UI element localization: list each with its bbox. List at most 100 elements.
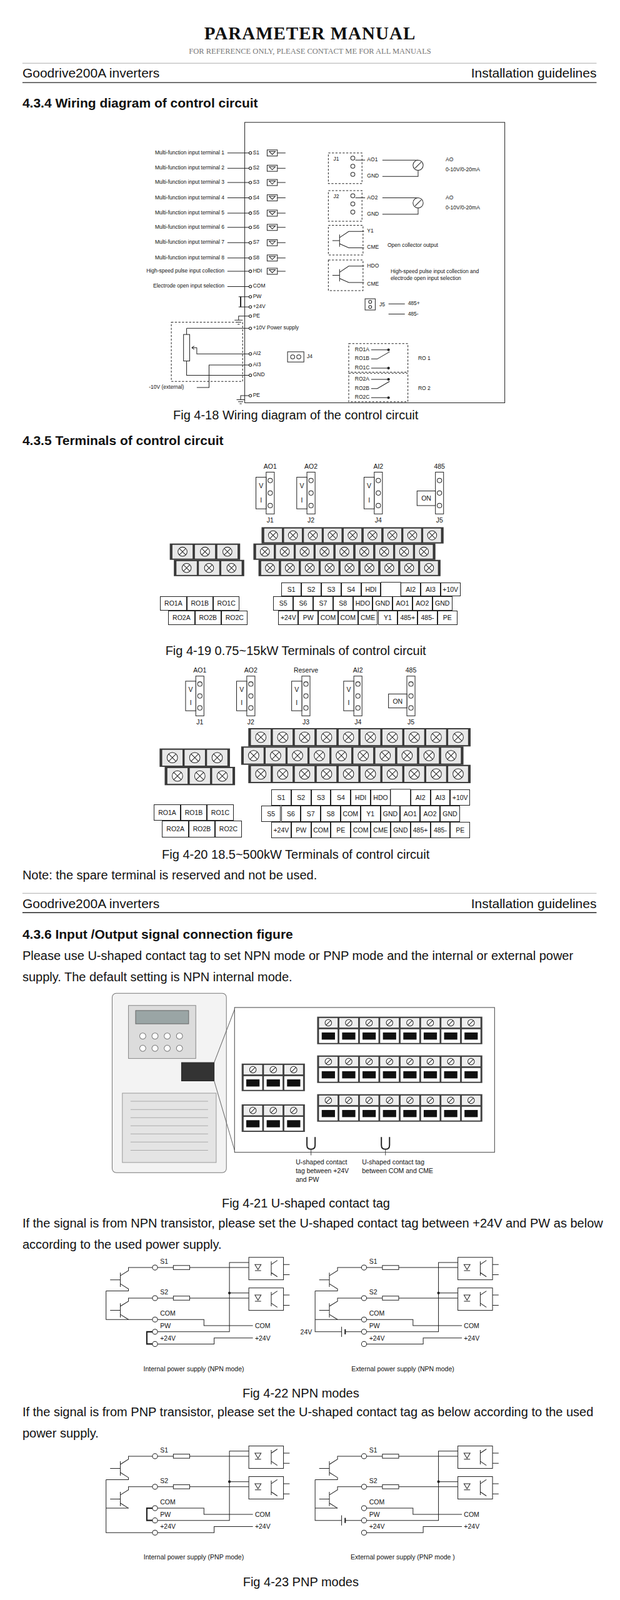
circuit-schematic [157, 1451, 249, 1521]
terminal-label: 0-10V/0-20mA [445, 205, 480, 212]
inverter-illustration [403, 1071, 417, 1079]
terminal-block-large [382, 765, 403, 782]
terminal-block-large [338, 729, 359, 746]
wiring-diagram [355, 197, 366, 199]
inverter-illustration [243, 1116, 263, 1132]
wiring-diagram [266, 179, 277, 186]
terminal-block-small [346, 565, 353, 572]
terminal-cell: RO1B [186, 596, 214, 611]
terminal-label: GND [253, 372, 265, 379]
terminal-block-large [432, 733, 440, 742]
circuit-schematic [366, 1262, 459, 1332]
inverter-illustration [444, 1032, 458, 1040]
terminal-cell: PE [437, 610, 458, 625]
signal-label: V [188, 685, 194, 693]
terminal-cell: AO1 [400, 805, 420, 822]
terminal-block-small [171, 544, 193, 559]
terminal-block-small [268, 490, 273, 495]
inverter-illustration [400, 1067, 420, 1082]
inverter-illustration [111, 993, 495, 1173]
terminal-block-large [401, 750, 413, 762]
terminal-block-small [260, 546, 270, 557]
terminal-label: AO1 [366, 156, 378, 164]
signal-label: COM [369, 1498, 385, 1506]
circuit-schematic [315, 1446, 499, 1536]
terminal-cell: 485+ [410, 821, 431, 839]
terminal-label: Multi-function input terminal 3 [155, 179, 225, 186]
circuit-schematic [228, 1480, 230, 1483]
terminal-block-large [386, 731, 398, 743]
terminal-block-small [379, 546, 389, 557]
terminal-block-small [427, 530, 437, 540]
terminal-cell: S7 [300, 805, 321, 822]
terminal-block-large [386, 768, 398, 780]
inverter-illustration [447, 1096, 454, 1104]
terminal-block-large [246, 676, 255, 717]
terminal-block-small [360, 546, 370, 557]
inverter-illustration [243, 1064, 263, 1075]
signal-label: PW [369, 1322, 380, 1330]
circuit-schematic [157, 1267, 249, 1269]
signal-label: Internal power supply (PNP mode) [143, 1553, 244, 1561]
wiring-diagram [227, 226, 249, 228]
terminal-block-small [403, 528, 422, 543]
circuit-schematic [146, 1331, 153, 1345]
circuit-schematic [382, 1485, 399, 1490]
terminal-block-small [406, 565, 413, 572]
signal-label: +24V [369, 1334, 385, 1342]
terminal-block-small [270, 531, 277, 539]
circuit-schematic [319, 1486, 362, 1509]
terminal-cell: RO2C [215, 820, 242, 837]
wiring-diagram [248, 151, 252, 155]
terminal-cell: COM [338, 610, 359, 625]
terminal-label: COM [253, 283, 266, 290]
circuit-schematic [255, 1483, 262, 1490]
terminal-cell: HDI [350, 789, 371, 806]
inverter-illustration [243, 1075, 263, 1090]
terminal-block-large [426, 729, 447, 746]
terminal-label: RO2B [355, 385, 370, 392]
circuit-schematic [344, 1329, 346, 1335]
terminal-block-small [261, 527, 444, 544]
terminal-label: +10V Power supply [253, 325, 299, 332]
terminal-block-large [248, 705, 254, 710]
terminal-block-small [415, 544, 434, 559]
circuit-schematic [315, 1291, 362, 1337]
inverter-illustration [266, 1079, 280, 1087]
terminal-block-large [248, 765, 471, 784]
wiring-diagram [371, 379, 390, 398]
wiring-diagram [350, 164, 355, 169]
terminal-block-small [341, 548, 348, 555]
terminal-block-large [172, 770, 184, 782]
terminal-label: S7 [253, 239, 260, 246]
signal-label: 485 [433, 462, 445, 470]
terminal-block-large [279, 733, 287, 742]
terminal-block-large [277, 731, 289, 743]
terminal-block-small [265, 563, 275, 573]
inverter-illustration [290, 1066, 297, 1073]
circuit-schematic [157, 1319, 254, 1326]
inverter-illustration [387, 1020, 392, 1025]
terminal-block-small [183, 565, 190, 572]
inverter-illustration [263, 1064, 284, 1075]
inverter-illustration [346, 1020, 351, 1025]
terminal-block-large [343, 731, 354, 743]
spare-terminal-cell [390, 789, 411, 806]
terminal-block-large [403, 751, 412, 760]
terminal-block-large [440, 747, 461, 764]
terminal-cell: Y1 [378, 610, 399, 625]
circuit-schematic [361, 1316, 367, 1322]
terminal-block-small [258, 560, 441, 577]
terminal-block-small [389, 531, 396, 539]
terminal-block-large [195, 676, 204, 717]
circuit-schematic [228, 1291, 230, 1294]
inverter-illustration [386, 1058, 393, 1065]
signal-label: +24V [160, 1334, 176, 1342]
circuit-schematic [157, 1455, 249, 1457]
terminal-block-small [308, 478, 314, 483]
terminal-block-small [376, 490, 381, 495]
inverter-illustration [246, 1079, 260, 1087]
terminal-block-large [165, 766, 236, 785]
terminal-label: HDO [366, 263, 379, 270]
